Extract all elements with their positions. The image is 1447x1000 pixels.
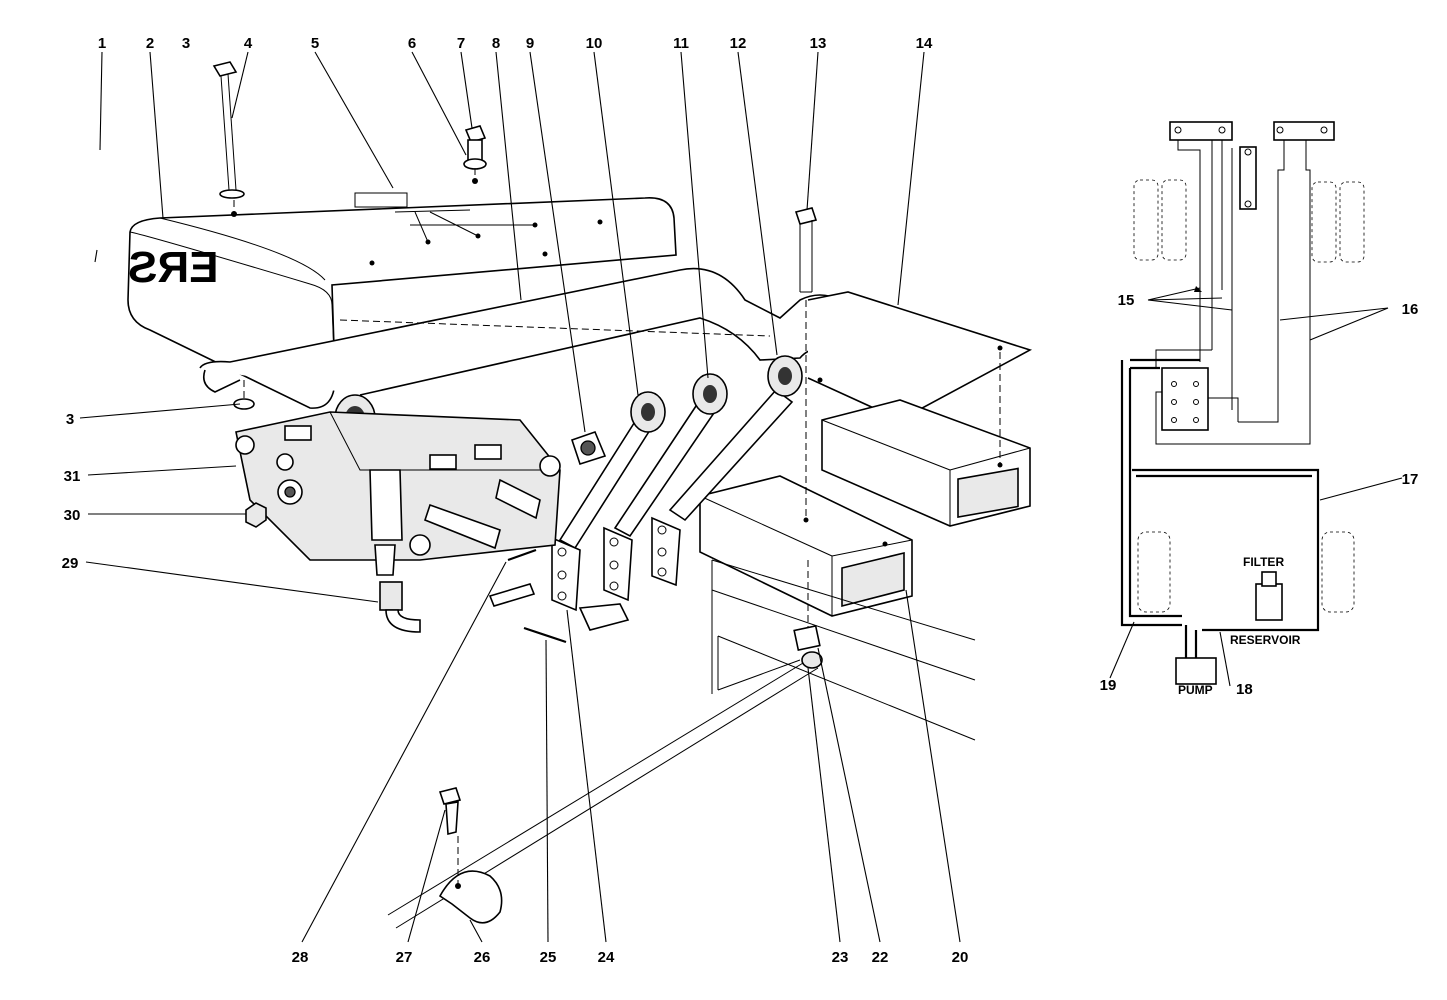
nut-30	[245, 502, 267, 528]
chassis-outline	[711, 559, 976, 741]
callout-11: 11	[673, 35, 689, 52]
long-bolt-4	[212, 61, 245, 199]
callout-4: 4	[244, 35, 253, 52]
callout-8: 8	[492, 35, 500, 52]
callout-17: 17	[1402, 471, 1419, 488]
hydraulic-schematic: FILTER RESERVOIR PUMP	[1109, 121, 1403, 697]
link-pins	[488, 548, 630, 644]
callout-2: 2	[146, 35, 154, 52]
callout-14: 14	[916, 35, 933, 52]
callout-30: 30	[64, 507, 81, 524]
floor-plate	[807, 291, 1033, 421]
callout-12: 12	[730, 35, 747, 52]
schematic-valve	[1155, 349, 1239, 445]
hydraulic-fitting	[570, 430, 607, 466]
callout-6: 6	[408, 35, 416, 52]
reservoir-label: RESERVOIR	[1230, 633, 1301, 647]
assembly-guides	[233, 168, 1001, 884]
bolt-7	[463, 125, 487, 170]
callout-16: 16	[1402, 301, 1419, 318]
callout-13: 13	[810, 35, 827, 52]
callout-5: 5	[311, 35, 319, 52]
callout-29: 29	[62, 555, 79, 572]
callout-24: 24	[598, 949, 615, 966]
callout-27: 27	[396, 949, 413, 966]
control-lever-11	[603, 373, 728, 602]
callout-19: 19	[1100, 677, 1117, 694]
callout-26: 26	[474, 949, 491, 966]
callout-3: 3	[182, 35, 190, 52]
callout-7: 7	[457, 35, 465, 52]
callout-25: 25	[540, 949, 557, 966]
bolt-13	[794, 207, 818, 293]
hydraulic-valve	[235, 411, 561, 576]
decal-text: ERS	[128, 243, 218, 292]
leader-lines	[79, 51, 961, 943]
callout-3-washer: 3	[66, 411, 74, 428]
square-tube-rear	[821, 399, 1031, 527]
callout-10: 10	[586, 35, 603, 52]
callout-28: 28	[292, 949, 309, 966]
callout-9: 9	[526, 35, 534, 52]
shift-pattern-decal	[354, 192, 538, 245]
schematic-reservoir	[1120, 358, 1320, 685]
callout-1: 1	[98, 35, 106, 52]
control-lever-12	[651, 355, 803, 587]
schematic-wheels	[1133, 179, 1365, 613]
filter-label: FILTER	[1243, 555, 1284, 569]
callout-18: 18	[1236, 681, 1253, 698]
callout-15: 15	[1118, 292, 1135, 309]
control-lever-10	[551, 391, 666, 612]
callout-20: 20	[952, 949, 969, 966]
schematic-brackets	[1169, 121, 1335, 445]
elbow-fitting	[379, 581, 421, 633]
pump-label: PUMP	[1178, 683, 1213, 697]
callout-23: 23	[832, 949, 849, 966]
bolt-27	[438, 787, 462, 836]
clamp-26	[438, 870, 503, 924]
square-tube-front	[699, 475, 913, 617]
callout-31: 31	[64, 468, 81, 485]
callout-22: 22	[872, 949, 889, 966]
callout-numbers: 1 2 3 4 5 6 7 8 9 10 11 12 13 14 15 16 1…	[62, 35, 1419, 966]
decal-logo: ERS	[128, 243, 218, 292]
